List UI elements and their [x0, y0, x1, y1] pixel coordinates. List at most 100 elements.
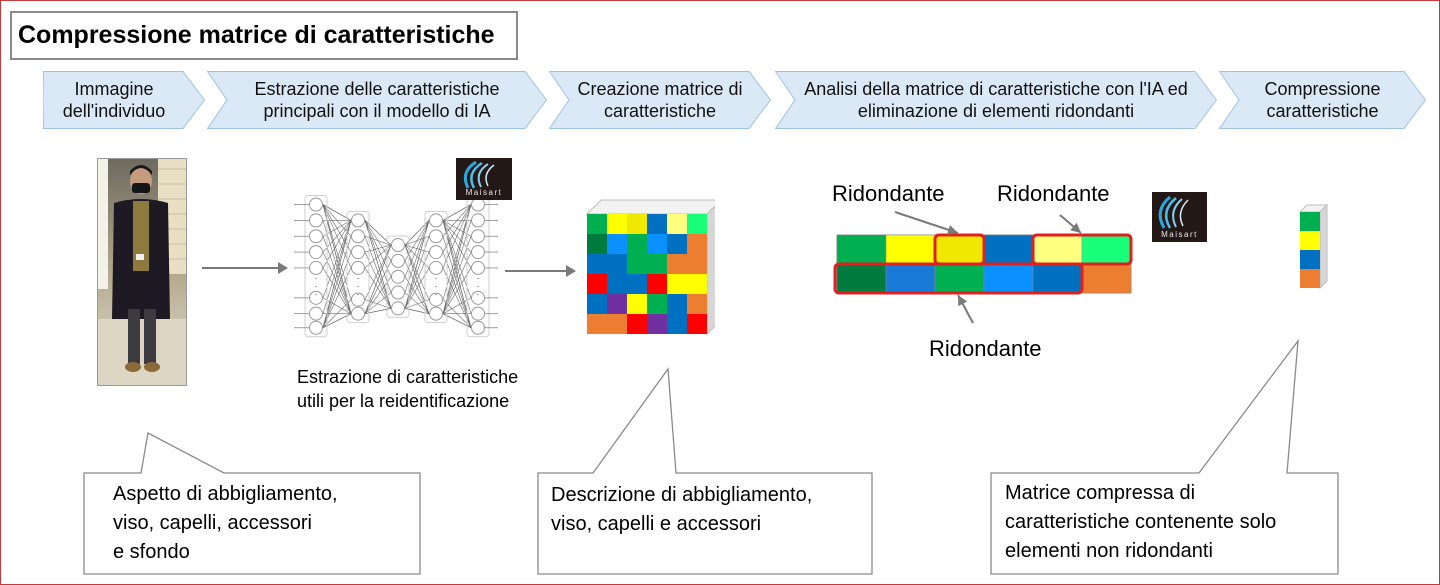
- network-node: [429, 245, 443, 260]
- network-node: [471, 306, 485, 321]
- network-node: [471, 260, 485, 275]
- row1-cell: [934, 234, 985, 265]
- network-node: [391, 285, 405, 300]
- callout-description: Descrizione di abbigliamento, viso, cape…: [551, 481, 812, 539]
- row2-cell: [983, 263, 1034, 294]
- ellipsis-dot: [435, 277, 437, 280]
- network-node: [391, 238, 405, 253]
- matrix-cell: [647, 234, 667, 254]
- callout-line: viso, capelli e accessori: [551, 513, 762, 535]
- matrix-cell: [607, 234, 627, 254]
- callout-line: Aspetto di abbigliamento,: [113, 483, 338, 505]
- network-connection: [322, 220, 352, 269]
- matrix-cell: [687, 234, 707, 254]
- chevron-shape: [43, 71, 205, 129]
- matrix-cell: [627, 214, 647, 234]
- matrix-cell: [607, 294, 627, 314]
- matrix-cell: [627, 314, 647, 334]
- chevron-shape: [775, 71, 1217, 129]
- network-node: [429, 260, 443, 275]
- network-connection: [322, 297, 352, 314]
- network-node: [429, 306, 443, 321]
- network-node: [351, 292, 365, 307]
- process-step-1: Immagine dell'individuo: [43, 71, 205, 129]
- matrix-cell: [667, 314, 687, 334]
- ellipsis-dot: [357, 293, 359, 296]
- redundancy-rows: [833, 211, 1133, 324]
- network-node: [391, 269, 405, 284]
- maisart-swoosh-icon: [1158, 195, 1189, 229]
- network-connection: [322, 220, 352, 314]
- redundant-highlight: [833, 262, 1084, 295]
- network-node: [351, 306, 365, 321]
- feature-matrix-cube: [585, 199, 715, 336]
- matrix-cell: [587, 274, 607, 294]
- matrix-cell: [667, 214, 687, 234]
- network-node: [429, 213, 443, 228]
- matrix-cell: [687, 254, 707, 274]
- network-node: [471, 290, 485, 305]
- network-node: [309, 306, 323, 321]
- network-connection: [442, 204, 472, 314]
- callout-line: viso, capelli, accessori: [113, 512, 312, 534]
- network-node: [391, 253, 405, 268]
- network-connection: [442, 204, 472, 300]
- arrow-head-icon: [278, 262, 288, 274]
- network-node: [429, 292, 443, 307]
- network-node: [351, 245, 365, 260]
- matrix-cell: [647, 294, 667, 314]
- matrix-cell: [687, 314, 707, 334]
- network-layer-1: [304, 195, 328, 338]
- network-node: [309, 229, 323, 244]
- process-step-label: Compressione caratteristiche: [1264, 79, 1381, 121]
- network-node: [309, 320, 323, 335]
- matrix-cell: [667, 254, 687, 274]
- neural-network-diagram: [294, 195, 498, 338]
- row2-cell: [1032, 263, 1083, 294]
- redundant-label-3: Ridondante: [929, 336, 1042, 361]
- maisart-swoosh-icon: [463, 160, 495, 189]
- callout-line: Descrizione di abbigliamento,: [551, 484, 813, 506]
- row2-cell: [885, 263, 936, 294]
- redundant-label-1: Ridondante: [832, 181, 945, 206]
- matrix-cell: [647, 314, 667, 334]
- callout-line: Matrice compressa di: [1005, 482, 1196, 504]
- network-caption: Estrazione di caratteristiche utili per …: [297, 365, 518, 413]
- matrix-cell: [587, 314, 607, 334]
- matrix-cell: [587, 294, 607, 314]
- row1-cell: [1081, 234, 1132, 265]
- network-connection: [442, 220, 472, 269]
- network-connection: [322, 236, 352, 314]
- compressed-cell: [1300, 250, 1320, 269]
- diagram-title: Compressione matrice di caratteristiche: [10, 11, 518, 60]
- callout-line: caratteristiche contenente solo: [1005, 511, 1277, 533]
- matrix-cell: [667, 274, 687, 294]
- maisart-logo: Maisart: [1152, 192, 1207, 242]
- row2-cell: [1081, 263, 1132, 294]
- network-connection: [442, 204, 472, 269]
- network-connection: [442, 267, 472, 314]
- matrix-cell: [687, 294, 707, 314]
- matrix-cell: [687, 214, 707, 234]
- ellipsis-dot: [357, 277, 359, 280]
- ellipsis-dot: [315, 277, 317, 280]
- matrix-cell: [647, 214, 667, 234]
- process-step-4: Analisi della matrice di caratteristiche…: [775, 71, 1217, 129]
- network-node: [471, 229, 485, 244]
- network-connection: [442, 204, 472, 237]
- arrow-head-icon: [958, 295, 968, 307]
- network-caption-line-2: utili per la reidentificazione: [297, 391, 510, 411]
- arrow-network-to-matrix: [505, 270, 568, 272]
- ellipsis-dot: [357, 285, 359, 288]
- ellipsis-dot: [435, 285, 437, 288]
- callout-box-appearance: [83, 432, 421, 575]
- pointer-arrow: [894, 211, 959, 234]
- network-node: [351, 229, 365, 244]
- network-node: [309, 213, 323, 228]
- matrix-cell: [687, 274, 707, 294]
- network-connection: [442, 220, 472, 314]
- network-caption-line-1: Estrazione di caratteristiche: [297, 367, 519, 387]
- network-node: [309, 290, 323, 305]
- network-connection: [442, 220, 472, 328]
- maisart-logo-text: Maisart: [1161, 230, 1198, 239]
